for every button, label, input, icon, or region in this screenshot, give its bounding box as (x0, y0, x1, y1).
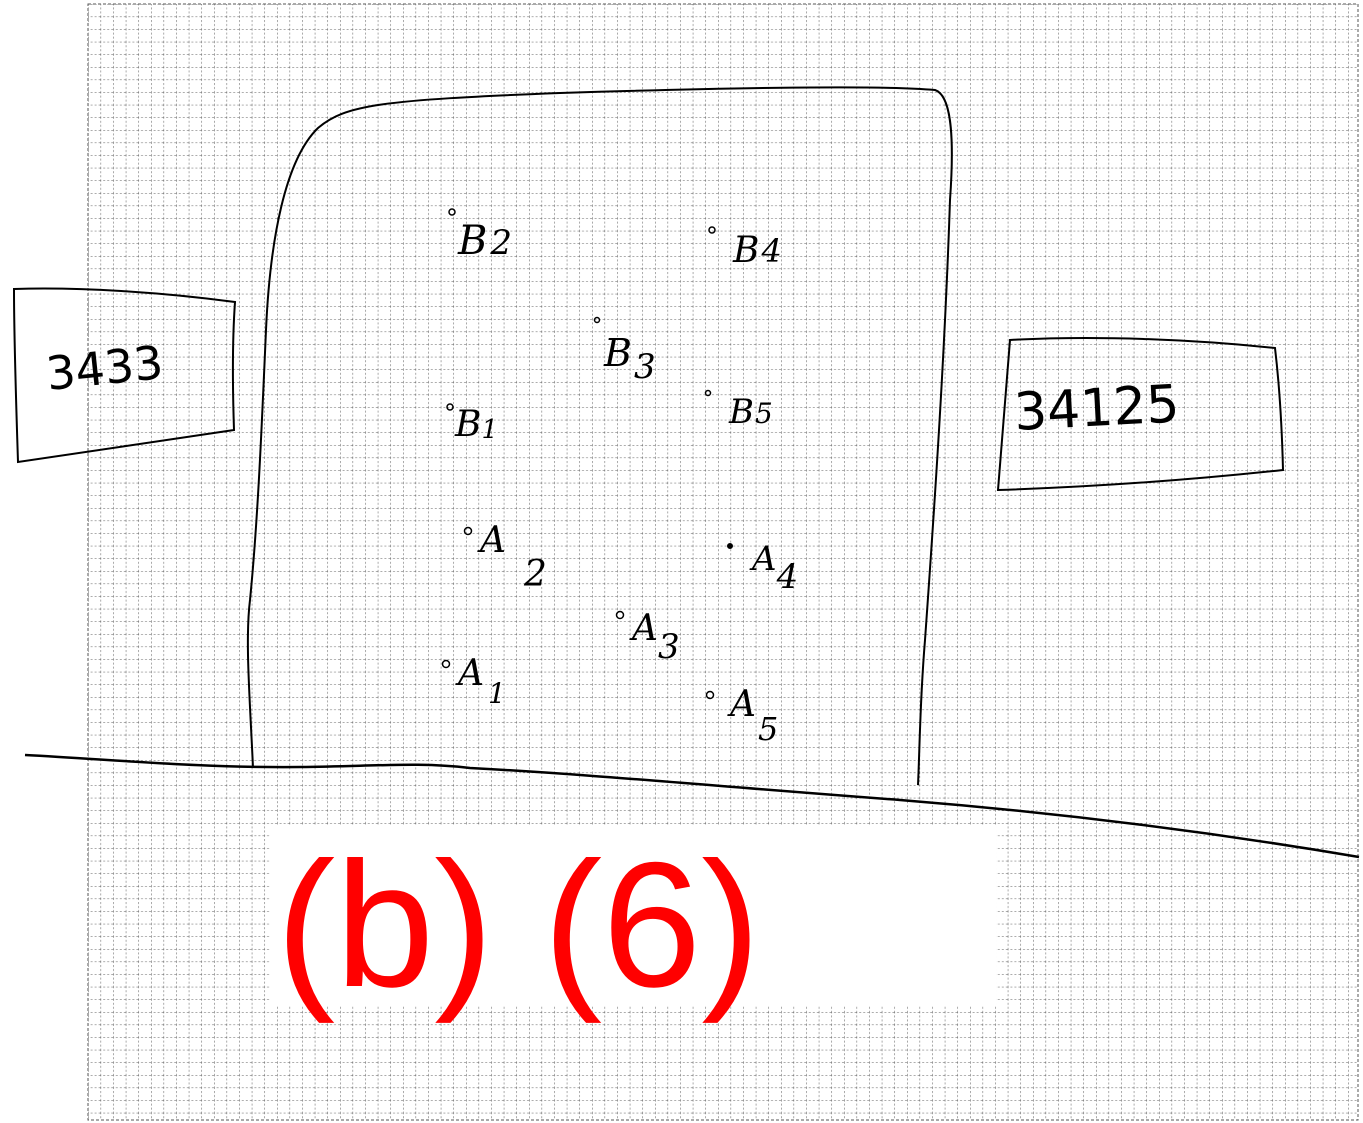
svg-text:A1: A1 (455, 653, 506, 710)
svg-text:A4: A4 (749, 539, 798, 597)
point-A4: A4 (727, 539, 798, 597)
svg-text:B1: B1 (454, 404, 498, 445)
point-B5: B5 (704, 389, 773, 432)
right-box-number: 34125 (1013, 374, 1181, 443)
svg-text:A2: A2 (477, 520, 547, 595)
point-B4: B4 (708, 226, 782, 271)
point-B3: B3 (593, 316, 656, 387)
point-B1: B1 (446, 403, 498, 445)
point-A3: A3 (615, 608, 680, 667)
point-A5: A5 (705, 684, 778, 748)
right-box: 34125 (996, 337, 1285, 492)
point-A2: A2 (463, 520, 547, 595)
svg-text:B2: B2 (457, 218, 512, 264)
point-B2: B2 (448, 208, 512, 264)
ground-line (24, 753, 1360, 859)
svg-text:B5: B5 (728, 392, 773, 432)
left-box: 3433 (12, 287, 237, 464)
svg-text:B4: B4 (732, 230, 782, 271)
svg-text:A3: A3 (629, 608, 680, 667)
redaction-caption: (b) (6) (276, 825, 761, 1024)
left-box-number: 3433 (44, 335, 166, 401)
building-outline (246, 86, 953, 786)
svg-text:A5: A5 (727, 684, 778, 748)
svg-text:B3: B3 (603, 331, 656, 387)
redaction-box (270, 826, 996, 1006)
